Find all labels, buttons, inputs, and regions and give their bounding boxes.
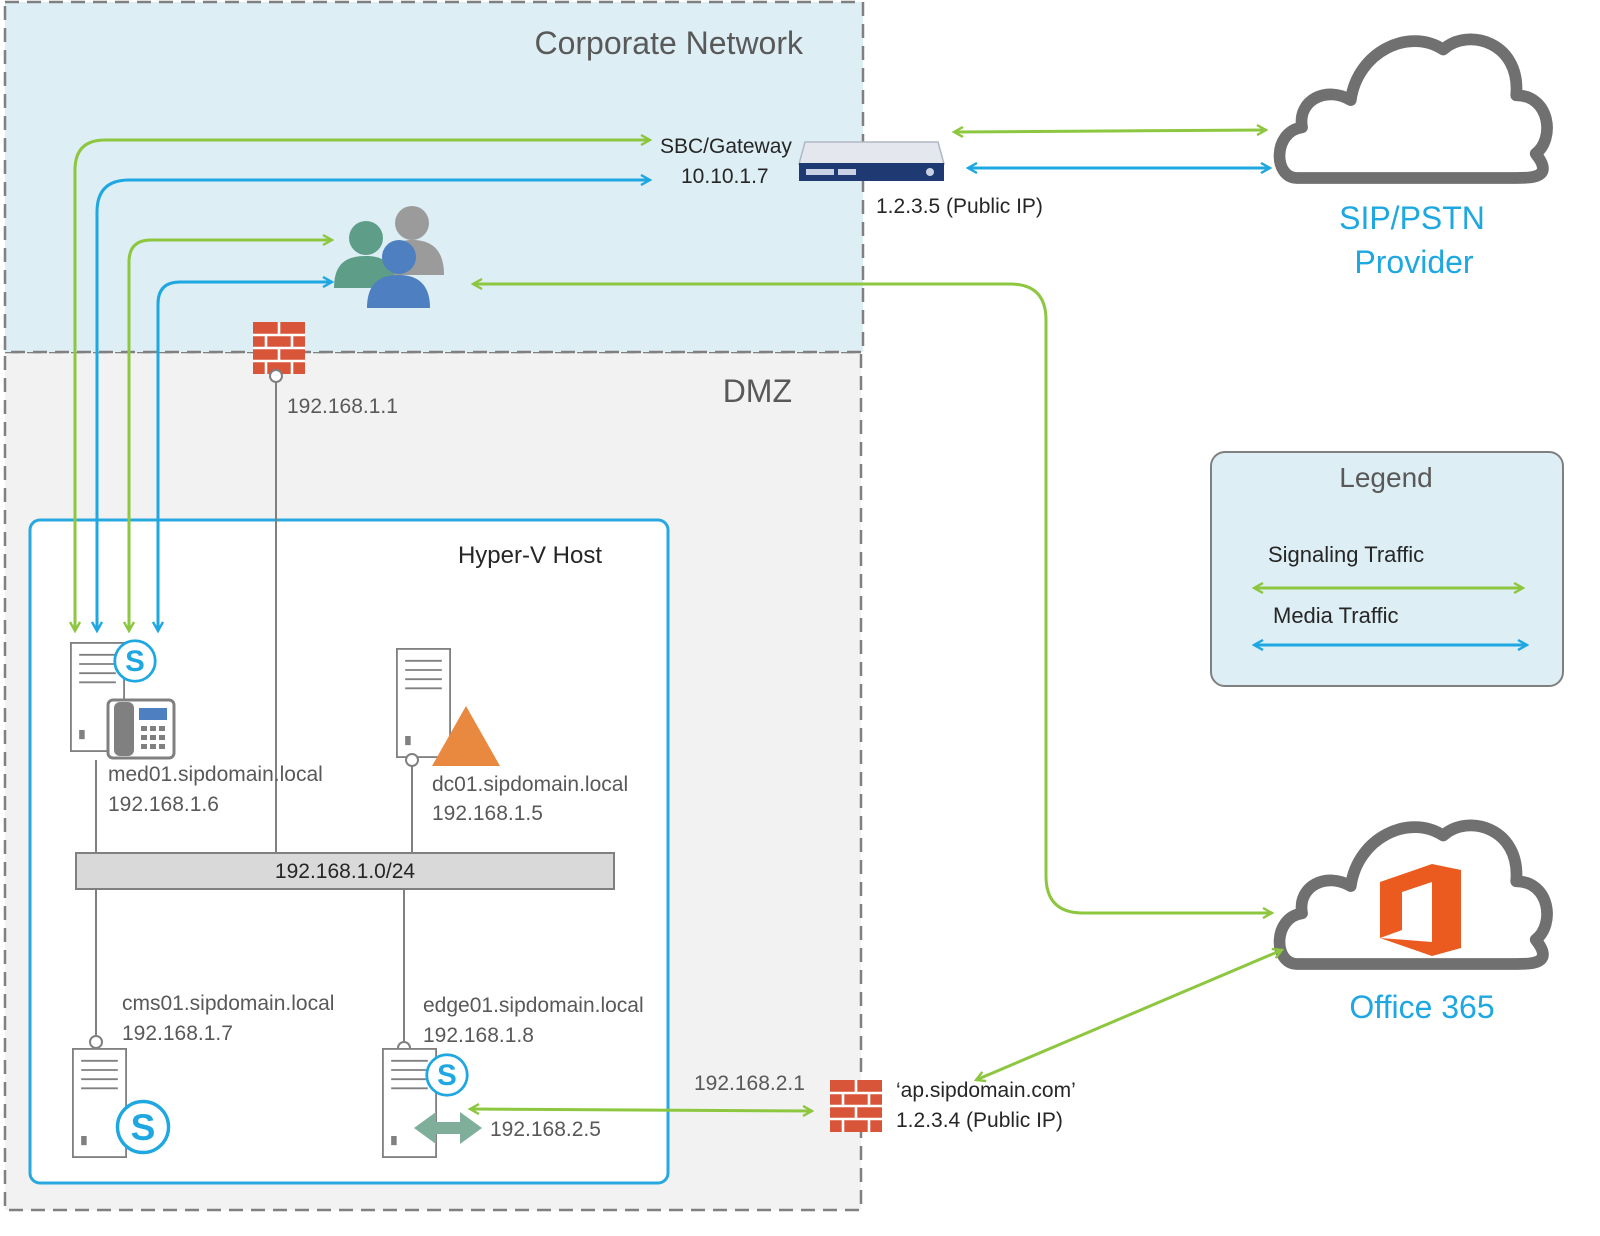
edge01-ip-label: 192.168.1.8 <box>423 1024 534 1047</box>
edge01-skype-icon <box>425 1053 469 1097</box>
sbc-appliance-icon <box>798 141 945 181</box>
corporate-network-title: Corporate Network <box>534 25 804 61</box>
dmz-title: DMZ <box>723 373 792 409</box>
sbc-internal-ip-label: 10.10.1.7 <box>681 165 769 188</box>
med01-ip-label: 192.168.1.6 <box>108 793 219 816</box>
subnet-label: 192.168.1.0/24 <box>275 860 415 883</box>
sip-pstn-label-line2: Provider <box>1354 244 1474 280</box>
sip-pstn-cloud-icon <box>1280 39 1548 178</box>
edge01-fqdn-label: edge01.sipdomain.local <box>423 994 644 1017</box>
firewall-external-fqdn-label: ‘ap.sipdomain.com’ <box>896 1079 1076 1102</box>
signaling-med01-sbc <box>75 140 650 631</box>
signaling-edge01-firewall <box>470 1109 812 1111</box>
legend-media-label: Media Traffic <box>1273 603 1399 628</box>
firewall-external-icon <box>828 1080 884 1132</box>
edge01-double-arrow-icon <box>414 1112 482 1144</box>
office-logo-icon <box>1380 864 1461 956</box>
med01-phone-icon <box>106 698 176 760</box>
cms01-ip-label: 192.168.1.7 <box>122 1022 233 1045</box>
legend-signaling-label: Signaling Traffic <box>1268 542 1424 567</box>
media-med01-sbc <box>97 180 650 631</box>
firewall-internal-ip-label: 192.168.1.1 <box>287 395 398 418</box>
legend-title: Legend <box>1339 462 1432 493</box>
firewall-internal-icon <box>251 322 307 374</box>
cms01-server-icon <box>72 1048 127 1158</box>
media-med01-users <box>158 282 332 631</box>
med01-fqdn-label: med01.sipdomain.local <box>108 763 323 786</box>
cms01-skype-icon <box>115 1099 171 1155</box>
sip-pstn-label-line1: SIP/PSTN <box>1339 200 1485 236</box>
sbc-name-label: SBC/Gateway <box>660 135 792 158</box>
signaling-med01-users <box>129 240 332 631</box>
signaling-users-office365 <box>473 284 1272 913</box>
med01-skype-icon <box>113 639 157 683</box>
firewall-external-inside-ip-label: 192.168.2.1 <box>694 1072 805 1095</box>
cms01-fqdn-label: cms01.sipdomain.local <box>122 992 334 1015</box>
sbc-public-ip-label: 1.2.3.5 (Public IP) <box>876 195 1043 218</box>
edge01-external-ip-label: 192.168.2.5 <box>490 1118 601 1141</box>
signaling-firewall-office365 <box>976 950 1282 1080</box>
hyperv-host-title: Hyper-V Host <box>458 542 602 569</box>
signaling-sbc-sip-provider <box>954 130 1266 132</box>
dc01-server-icon <box>396 648 451 758</box>
dc01-fqdn-label: dc01.sipdomain.local <box>432 773 628 796</box>
dc01-ip-label: 192.168.1.5 <box>432 802 543 825</box>
office365-label: Office 365 <box>1349 989 1494 1025</box>
firewall-external-public-ip-label: 1.2.3.4 (Public IP) <box>896 1109 1063 1132</box>
